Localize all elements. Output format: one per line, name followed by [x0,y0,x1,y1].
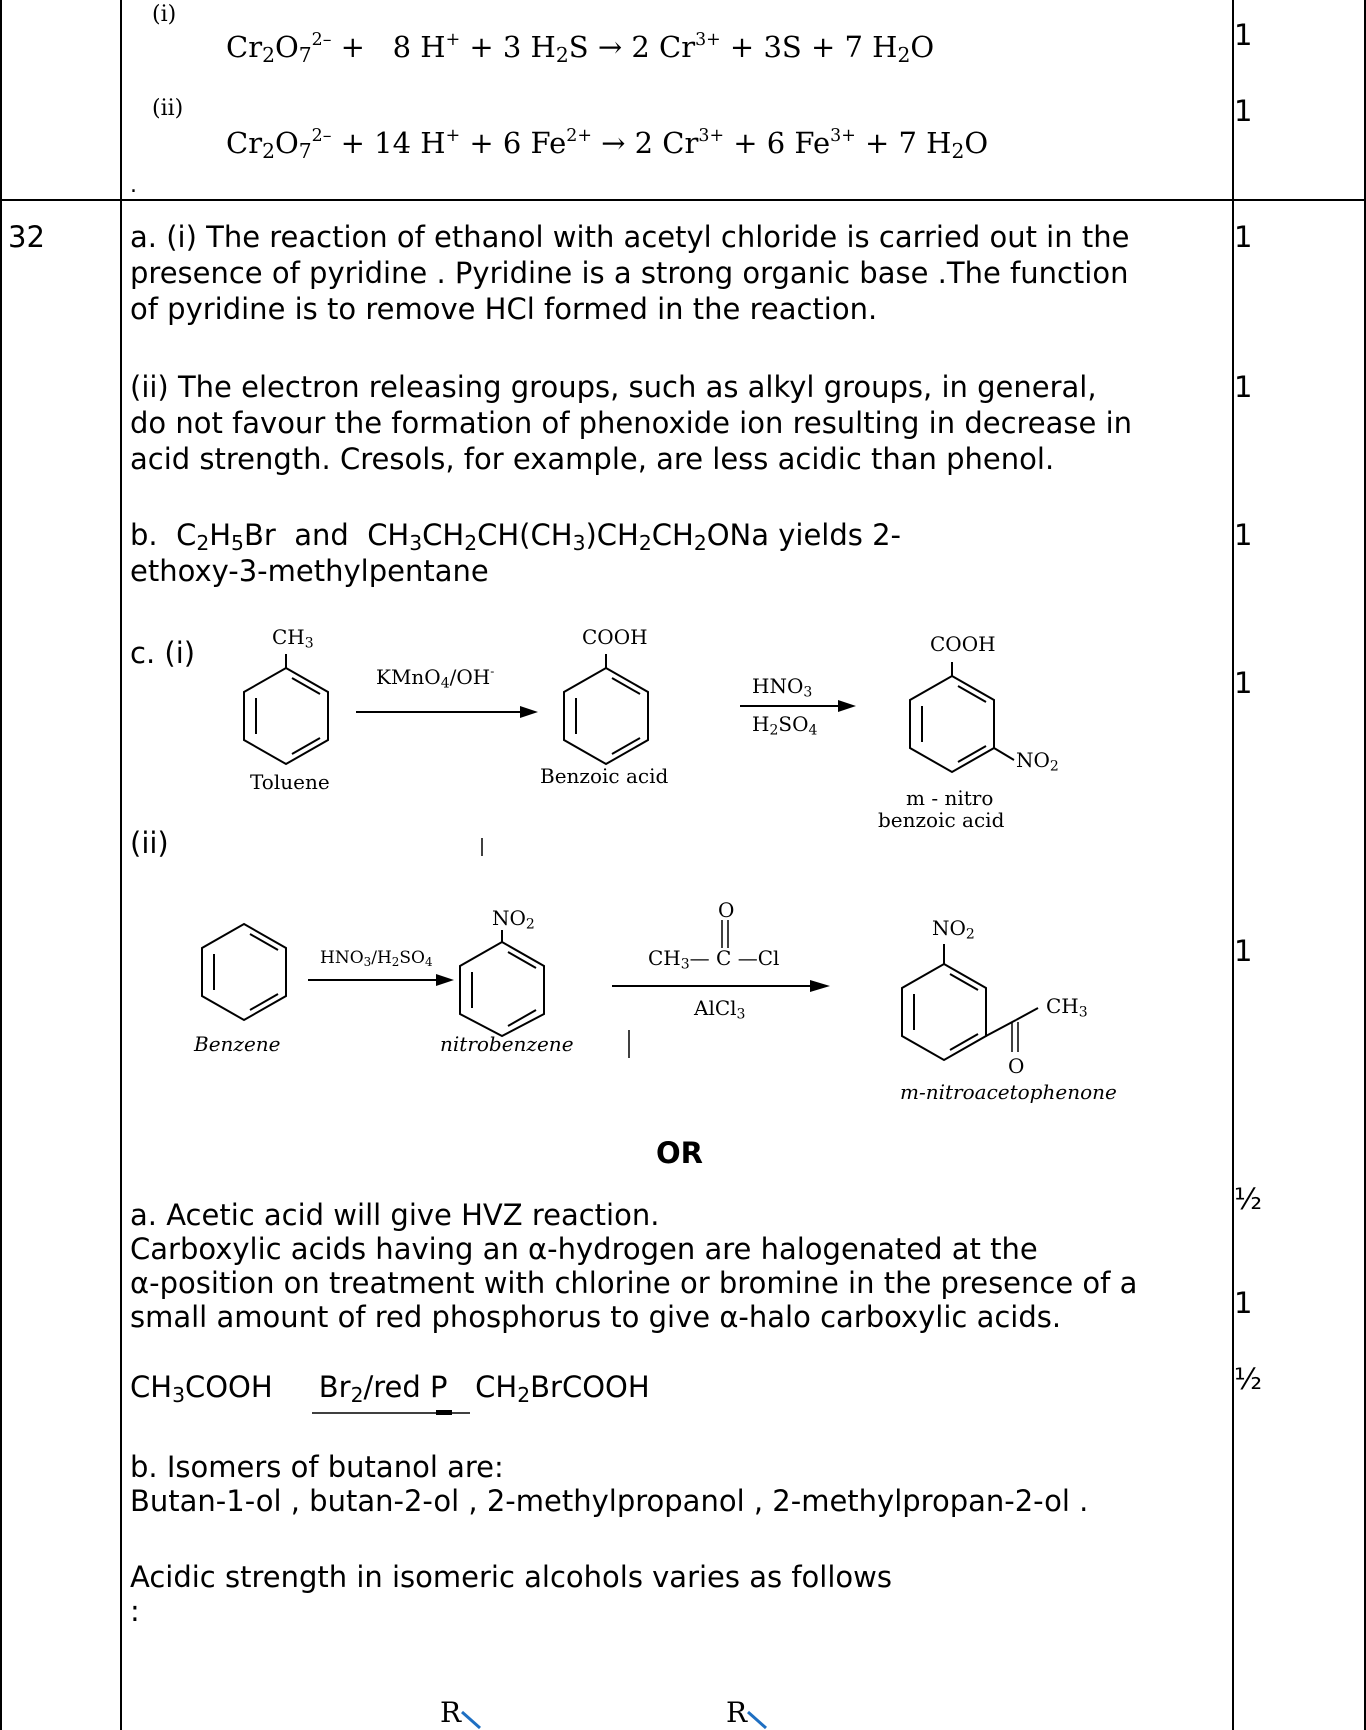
r-bond-2 [747,1710,767,1730]
mark-a-i: 1 [1234,220,1253,254]
mark-a-ii: 1 [1234,370,1253,404]
hvz-equation: CH3COOH Br2/red P CH2BrCOOH [130,1370,650,1408]
mark-or-a-3: ½ [1234,1362,1263,1396]
toluene-structure [243,654,329,766]
nitrobenzene-structure [459,930,545,1038]
part-c-i-label: c. (i) [130,636,196,670]
m-nitroacetophenone-structure [901,944,1039,1062]
part-c-ii-label: (ii) [130,826,169,860]
benzoic-acid-label: Benzoic acid [540,764,669,788]
equation-1: Cr2O72– + 8 H+ + 3 H2S → 2 Cr3+ + 3S + 7… [226,29,935,68]
product-no2: NO2 [932,916,975,943]
column-divider-1 [120,0,122,1730]
m-nitrobenzoic-acid-structure [909,662,1015,774]
arrow-2 [740,700,856,712]
or-part-c-line-1: Acidic strength in isomeric alcohols var… [130,1560,892,1594]
right-border [1364,0,1366,1730]
eq1-label: (i) [152,2,177,27]
part-a-ii-line-2: do not favour the formation of phenoxide… [130,406,1133,440]
acetyl-chloride: CH3— C —Cl [648,946,780,973]
benzoic-acid-structure [563,654,649,766]
or-part-a-line-3: α-position on treatment with chlorine or… [130,1266,1138,1300]
or-part-a-line-4: small amount of red phosphorus to give α… [130,1300,1062,1334]
mark-eq1: 1 [1234,18,1253,52]
r-group-1: R [440,1696,462,1729]
nitrobenzene-label: nitrobenzene [440,1032,574,1056]
reagent-hno3: HNO3 [752,674,813,701]
part-b-line-1: b. C2H5Br and CH3CH2CH(CH3)CH2CH2ONa yie… [130,518,901,556]
benzene-structure [201,922,287,1022]
question-number: 32 [8,220,45,254]
equation-2: Cr2O72– + 14 H+ + 6 Fe2+ → 2 Cr3+ + 6 Fe… [226,125,989,164]
stray-dot: . [130,173,137,198]
or-part-a-line-2: Carboxylic acids having an α-hydrogen ar… [130,1232,1038,1266]
hvz-arrow-line [312,1410,470,1415]
m-nitro-no2: NO2 [1016,748,1059,775]
acetyl-double-bond [721,920,729,948]
product-ch3: CH3 [1046,994,1088,1021]
mark-c-ii: 1 [1234,934,1253,968]
part-b-line-2: ethoxy-3-methylpentane [130,554,489,588]
r-bond-1 [461,1710,481,1730]
left-border [0,0,2,1730]
or-part-c-line-2: : [130,1594,140,1628]
toluene-label: Toluene [250,770,330,794]
reagent-hno3-h2so4: HNO3/H2SO4 [320,948,433,969]
eq2-label: (ii) [152,96,184,121]
mark-or-a-2: 1 [1234,1286,1253,1320]
mark-c-i: 1 [1234,666,1253,700]
product-o: O [1008,1054,1025,1078]
nitrobenzene-no2: NO2 [492,906,535,933]
arrow-3 [308,974,454,986]
part-a-i-line-1: a. (i) The reaction of ethanol with acet… [130,220,1130,254]
acetyl-o: O [718,898,735,922]
benzoic-cooh: COOH [582,625,648,649]
m-nitro-cooh: COOH [930,632,996,656]
stray-tick-1 [481,838,483,856]
part-a-ii-line-3: acid strength. Cresols, for example, are… [130,442,1055,476]
arrow-4 [612,980,830,992]
mark-b: 1 [1234,518,1253,552]
reagent-kmno4: KMnO4/OH- [376,664,495,692]
column-divider-2 [1232,0,1234,1730]
reagent-alcl3: AlCl3 [694,996,746,1023]
arrow-1 [356,706,538,718]
reagent-h2so4: H2SO4 [752,712,818,739]
m-nitro-label-2: benzoic acid [878,808,1005,832]
stray-tick-2 [628,1030,630,1058]
m-nitro-label-1: m - nitro [906,786,994,810]
or-part-a-line-1: a. Acetic acid will give HVZ reaction. [130,1198,660,1232]
part-a-ii-line-1: (ii) The electron releasing groups, such… [130,370,1097,404]
product-label: m-nitroacetophenone [900,1080,1117,1104]
mark-eq2: 1 [1234,94,1253,128]
mark-or-a-1: ½ [1234,1182,1263,1216]
benzene-label: Benzene [194,1032,281,1056]
r-group-2: R [726,1696,748,1729]
row-divider [0,199,1366,201]
or-part-b-line-2: Butan-1-ol , butan-2-ol , 2-methylpropan… [130,1484,1089,1518]
toluene-ch3: CH3 [272,625,314,652]
or-part-b-line-1: b. Isomers of butanol are: [130,1450,504,1484]
part-a-i-line-2: presence of pyridine . Pyridine is a str… [130,256,1129,290]
part-a-i-line-3: of pyridine is to remove HCl formed in t… [130,292,878,326]
or-heading: OR [656,1136,703,1170]
